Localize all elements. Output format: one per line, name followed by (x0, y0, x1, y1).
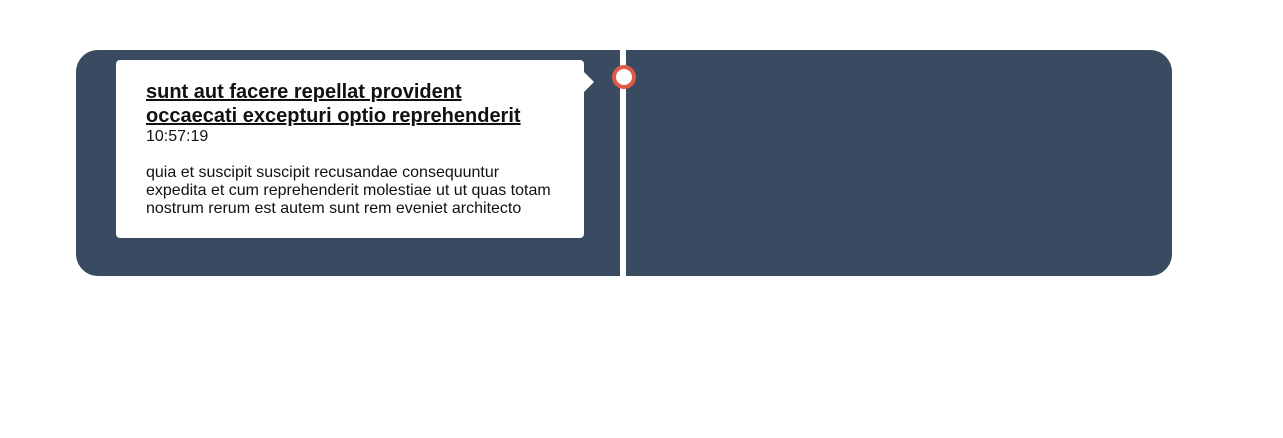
timeline-event-card: sunt aut facere repellat provident occae… (116, 60, 594, 238)
event-title-link[interactable]: sunt aut facere repellat provident occae… (146, 81, 521, 127)
event-timestamp: 10:57:19 (146, 128, 209, 145)
event-description: quia et suscipit suscipit recusandae con… (146, 164, 551, 217)
timeline-container: sunt aut facere repellat provident occae… (76, 50, 1172, 276)
timeline-axis-line (620, 50, 626, 276)
timeline-event-marker[interactable] (612, 65, 636, 89)
